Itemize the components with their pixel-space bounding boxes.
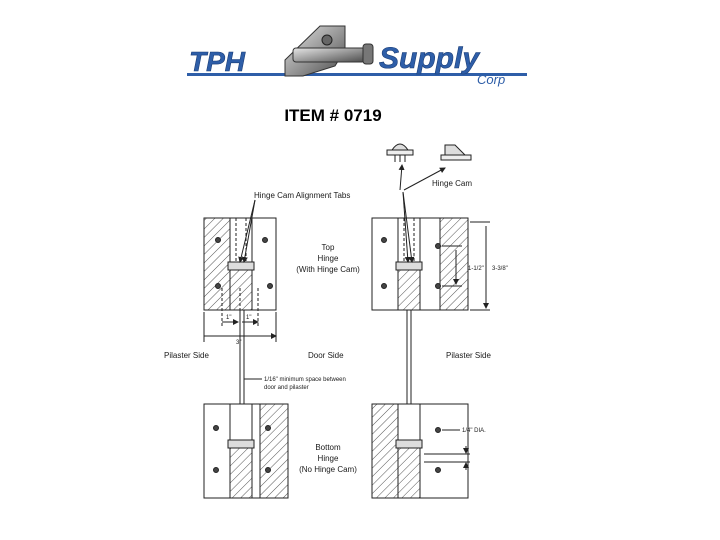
dim-1a: 1" [226, 315, 231, 321]
item-title: ITEM # 0719 [284, 106, 382, 125]
dim-1b: 1" [246, 315, 251, 321]
left-bottom-hinge [203, 403, 289, 499]
logo-word-supply: Supply [379, 42, 480, 75]
hinge-cam-round-icon [386, 143, 414, 162]
hinge-cam-angled-icon [440, 144, 472, 161]
alignment-tabs-label: Hinge Cam Alignment Tabs [254, 191, 350, 200]
top-hinge-line2: Hinge [318, 254, 339, 263]
right-bottom-hinge [371, 403, 470, 499]
door-side-label: Door Side [308, 351, 344, 360]
dim-dia: 1/4" DIA. [462, 428, 486, 434]
dim-1-1-2: 1-1/2" [468, 266, 484, 272]
dim-3-3-8: 3-3/8" [492, 266, 508, 272]
min-space-line2: door and pilaster [264, 385, 309, 391]
top-hinge-line3: (With Hinge Cam) [296, 265, 360, 274]
min-space-line1: 1/16" minimum space between [264, 377, 346, 383]
top-hinge-line1: Top [322, 243, 335, 252]
pilaster-side-left-label: Pilaster Side [164, 351, 209, 360]
right-top-hinge [371, 164, 490, 311]
tph-supply-logo: TPH Supply Corp [185, 18, 535, 88]
bottom-hinge-line3: (No Hinge Cam) [299, 465, 357, 474]
dim-3: 3" [236, 340, 241, 346]
hinge-cam-label: Hinge Cam [432, 179, 472, 188]
logo-word-corp: Corp [477, 72, 505, 87]
pilaster-side-right-label: Pilaster Side [446, 351, 491, 360]
bottom-hinge-line1: Bottom [315, 443, 341, 452]
left-top-hinge [203, 199, 277, 342]
bottom-hinge-line2: Hinge [318, 454, 339, 463]
hinge-logo-icon [284, 25, 374, 77]
logo-word-tph: TPH [189, 46, 246, 77]
